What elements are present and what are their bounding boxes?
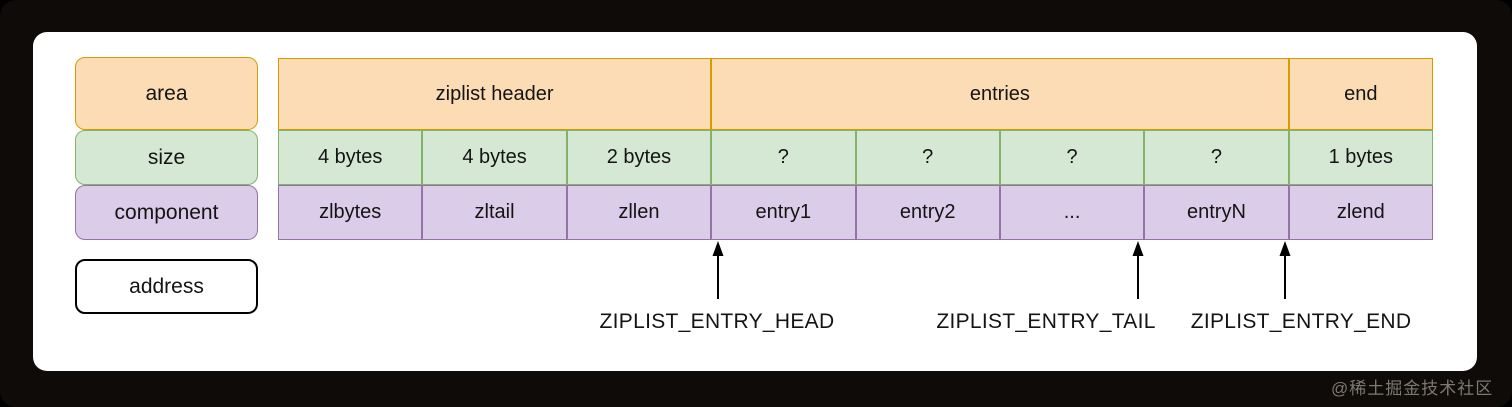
size-cell: 1 bytes [1288,130,1433,185]
area-cell-end: end [1288,58,1433,130]
legend-size-label: size [147,145,186,169]
legend-component-label: component [114,200,219,224]
legend-area-label: area [145,81,188,105]
size-cell: ? [999,130,1145,185]
area-cell-entries: entries [711,58,1289,130]
legend-address-label: address [129,274,204,298]
component-cell-entry2: entry2 [855,185,1000,240]
label-ziplist-entry-end: ZIPLIST_ENTRY_END [1190,310,1412,333]
ziplist-memory-table: ziplist header entries end 4 bytes 4 byt… [278,58,1433,240]
area-cell-ziplist-header: ziplist header [278,58,712,130]
legend-area: area [75,57,258,130]
component-cell-entry1: entry1 [711,185,856,240]
component-cell-zlbytes: zlbytes [278,185,423,240]
size-cell: ? [855,130,1000,185]
size-cell: ? [711,130,856,185]
arrow-up-icon [710,241,726,299]
component-cell-zlend: zlend [1288,185,1433,240]
legend-address: address [75,259,258,314]
component-cell-zltail: zltail [422,185,567,240]
arrow-up-icon [1277,241,1293,299]
label-ziplist-entry-head: ZIPLIST_ENTRY_HEAD [599,310,835,333]
component-cell-entryN: entryN [1144,185,1289,240]
size-cell: 4 bytes [422,130,567,185]
size-cell: 2 bytes [566,130,712,185]
arrow-up-icon [1130,241,1146,299]
component-cell-zllen: zllen [566,185,712,240]
size-cell: 4 bytes [278,130,423,185]
watermark: @稀土掘金技术社区 [1331,379,1494,398]
component-cell-ellipsis: ... [999,185,1145,240]
label-ziplist-entry-tail: ZIPLIST_ENTRY_TAIL [936,310,1156,333]
size-cell: ? [1144,130,1289,185]
legend-component: component [75,185,258,240]
legend-size: size [75,130,258,185]
